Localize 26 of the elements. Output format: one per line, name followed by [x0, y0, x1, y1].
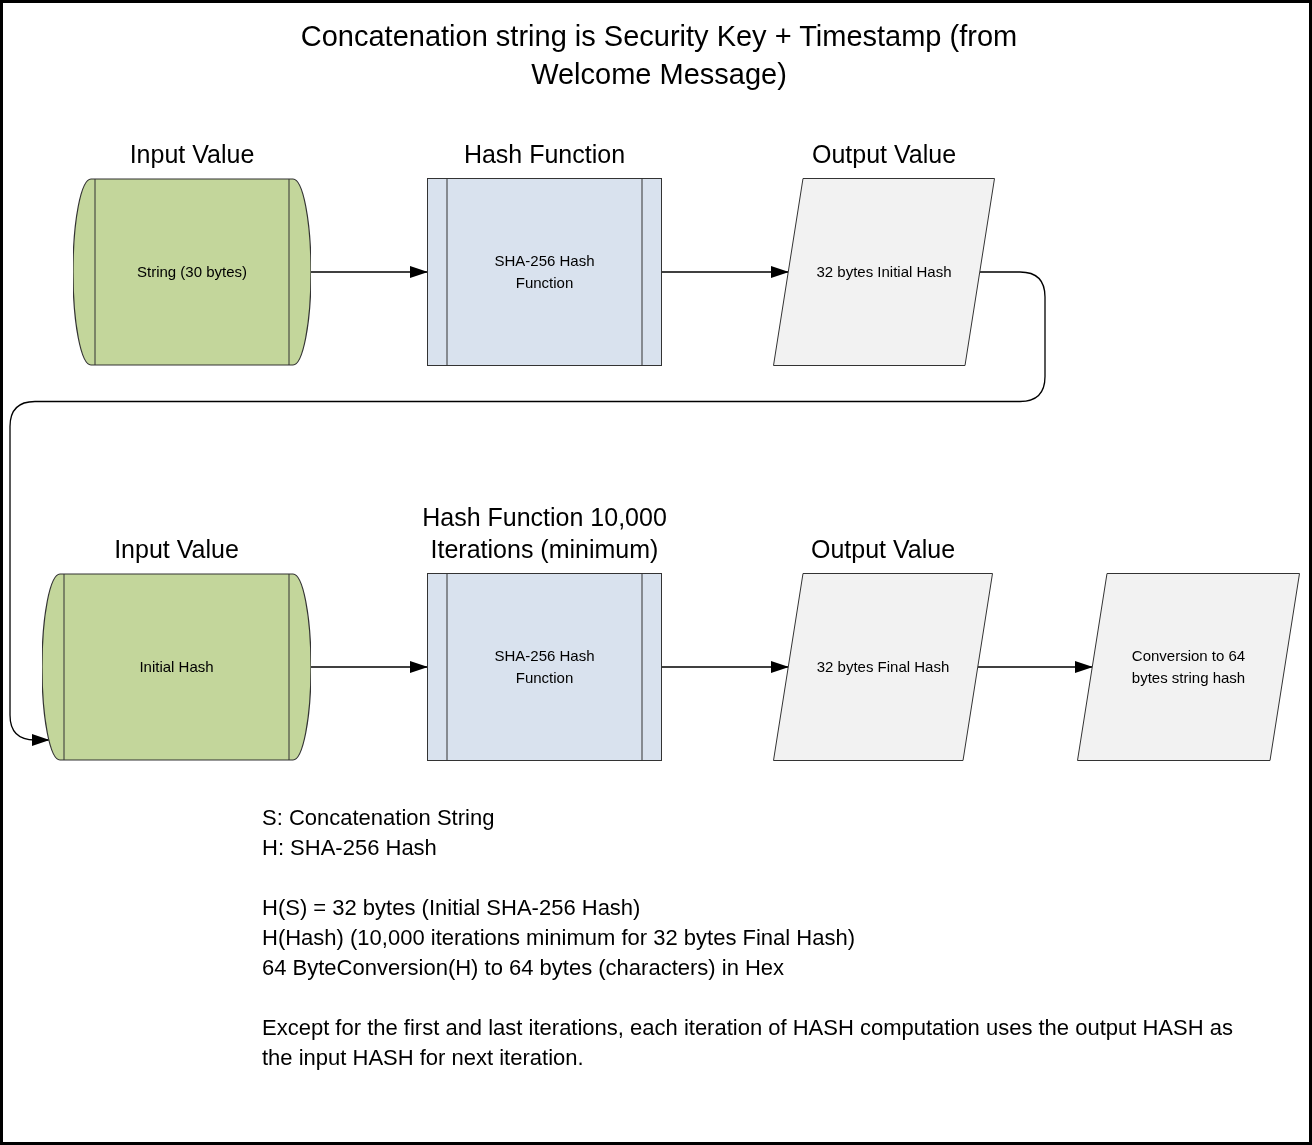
arrow: [310, 266, 428, 278]
node-heading: Output Value: [810, 534, 956, 565]
note-text: 64 ByteConversion(H) to 64 bytes (characters) in Hex: [262, 954, 786, 982]
arrow: [661, 661, 789, 673]
node-heading: Input Value: [129, 139, 255, 170]
arrow: [9, 271, 1046, 746]
arrow: [661, 266, 789, 278]
node-label: 32 bytes Final Hash: [816, 657, 950, 677]
note-text: H: SHA-256 Hash: [262, 834, 438, 862]
node-heading: Input Value: [114, 534, 239, 565]
node-label: Initial Hash: [139, 657, 214, 677]
node-heading: Hash Function: [463, 139, 626, 170]
note-text: S: Concatenation String: [262, 804, 496, 832]
arrow: [977, 661, 1093, 673]
note-text: H(S) = 32 bytes (Initial SHA-256 Hash): [262, 894, 642, 922]
node-label: String (30 bytes): [136, 262, 247, 282]
node-heading: Output Value: [811, 139, 957, 170]
arrow: [310, 661, 428, 673]
node-label: SHA-256 Hash Function: [493, 646, 596, 688]
node-label: 32 bytes Initial Hash: [816, 262, 952, 282]
note-text: Except for the first and last iterations, each iteration of HASH computation uses the output HASH as the input HASH for next iteration.: [262, 1014, 1234, 1072]
note-text: H(Hash) (10,000 iterations minimum for 32 bytes Final Hash): [262, 924, 856, 952]
node-heading: Hash Function 10,000 Iterations (minimum): [421, 502, 668, 565]
node-label: Conversion to 64 bytes string hash: [1130, 646, 1247, 688]
node-label: SHA-256 Hash Function: [493, 251, 596, 293]
diagram-title: Concatenation string is Security Key + Timestamp (from Welcome Message): [299, 19, 1019, 92]
